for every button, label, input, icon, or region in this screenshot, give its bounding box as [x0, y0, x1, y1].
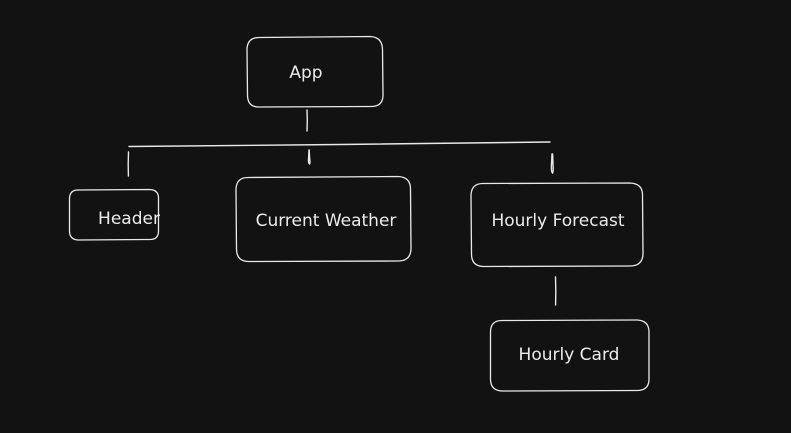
node-hourly-forecast-box [470, 182, 644, 268]
node-current-weather-label: Current Weather [256, 211, 397, 231]
node-header[interactable]: Header [68, 188, 160, 241]
node-app-label: App [289, 63, 322, 83]
node-current-weather-box [235, 175, 412, 263]
node-header-box [68, 188, 160, 241]
node-header-label: Header [98, 209, 160, 229]
connectors [127, 109, 557, 306]
current-weather-drop-connector [307, 149, 311, 165]
node-hourly-forecast[interactable]: Hourly Forecast [470, 182, 644, 268]
node-current-weather[interactable]: Current Weather [235, 175, 412, 263]
node-hourly-card[interactable]: Hourly Card [489, 319, 650, 392]
node-app[interactable]: App [246, 35, 384, 108]
node-hourly-card-box [489, 319, 650, 392]
horizontal-branch-line [128, 141, 551, 148]
node-hourly-forecast-label: Hourly Forecast [491, 211, 624, 231]
node-hourly-card-label: Hourly Card [519, 345, 620, 365]
node-app-box [246, 35, 384, 108]
hourly-forecast-drop-connector [550, 153, 554, 175]
